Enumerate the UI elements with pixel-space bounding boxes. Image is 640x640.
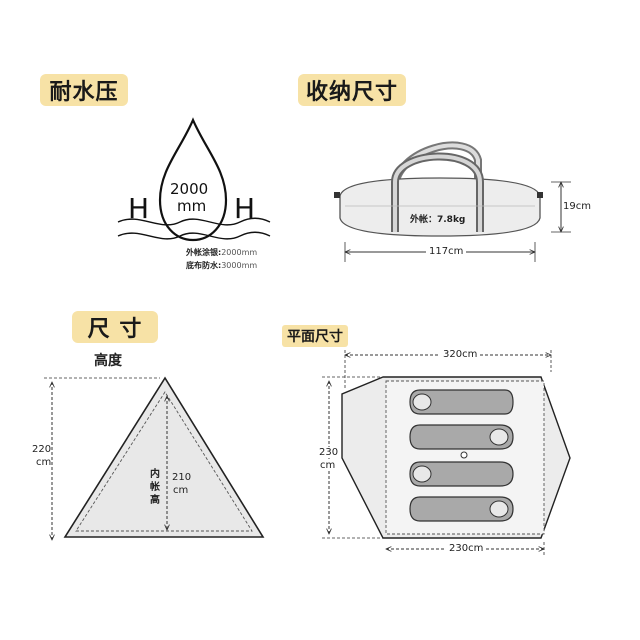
width-value: 230	[319, 447, 339, 458]
bag-height-label: 19cm	[563, 201, 591, 212]
inner-tent-label-1: 内	[150, 469, 160, 480]
sleeping-bag-icon	[409, 424, 514, 450]
sleeping-bag-icon	[409, 389, 514, 415]
outer-height-unit: cm	[36, 457, 52, 468]
floor-waterproof-label: 底布防水:	[186, 261, 222, 270]
coating-spec-label: 外帐涂银:	[186, 248, 222, 257]
inner-height-value: 210	[172, 472, 192, 483]
floor-title: 平面尺寸	[287, 329, 343, 345]
total-length-label: 320cm	[440, 349, 481, 360]
center-pole-icon	[460, 451, 468, 459]
wave-line-icon	[117, 217, 271, 226]
wave-line-icon	[117, 231, 271, 240]
carry-bag-icon	[334, 141, 543, 237]
size-title: 尺 寸	[87, 317, 143, 342]
waterproof-title: 耐水压	[49, 80, 119, 105]
width-unit: cm	[320, 460, 336, 471]
size-title-badge: 尺 寸	[72, 311, 158, 343]
inner-tent-label-2: 帐	[150, 482, 160, 493]
coating-spec: 外帐涂银:2000mm	[186, 247, 257, 258]
waterproof-title-badge: 耐水压	[40, 74, 128, 106]
waterproof-unit: mm	[177, 197, 207, 215]
inner-tent-label-3: 高	[150, 495, 160, 506]
waterproof-value: 2000	[170, 180, 209, 198]
floor-waterproof-spec: 底布防水:3000mm	[186, 260, 257, 271]
bag-weight-label: 外帐：7.8kg	[410, 215, 466, 225]
sleeping-bag-icon	[409, 496, 514, 522]
height-subtitle: 高度	[94, 353, 122, 369]
inner-length-label: 230cm	[446, 543, 487, 554]
packed-size-title: 收纳尺寸	[305, 80, 398, 105]
floor-waterproof-value: 3000mm	[221, 261, 258, 270]
outer-height-value: 220	[32, 444, 52, 455]
packed-size-title-badge: 收纳尺寸	[298, 74, 406, 106]
coating-spec-value: 2000mm	[221, 248, 258, 257]
inner-height-unit: cm	[173, 485, 189, 496]
sleeping-bag-icon	[409, 461, 514, 487]
bag-length-label: 117cm	[426, 246, 467, 257]
water-drop-icon	[158, 117, 228, 242]
tent-side-view	[63, 376, 265, 538]
floor-title-badge: 平面尺寸	[282, 325, 348, 347]
h-left-label: H	[128, 192, 150, 225]
h-right-label: H	[234, 192, 256, 225]
